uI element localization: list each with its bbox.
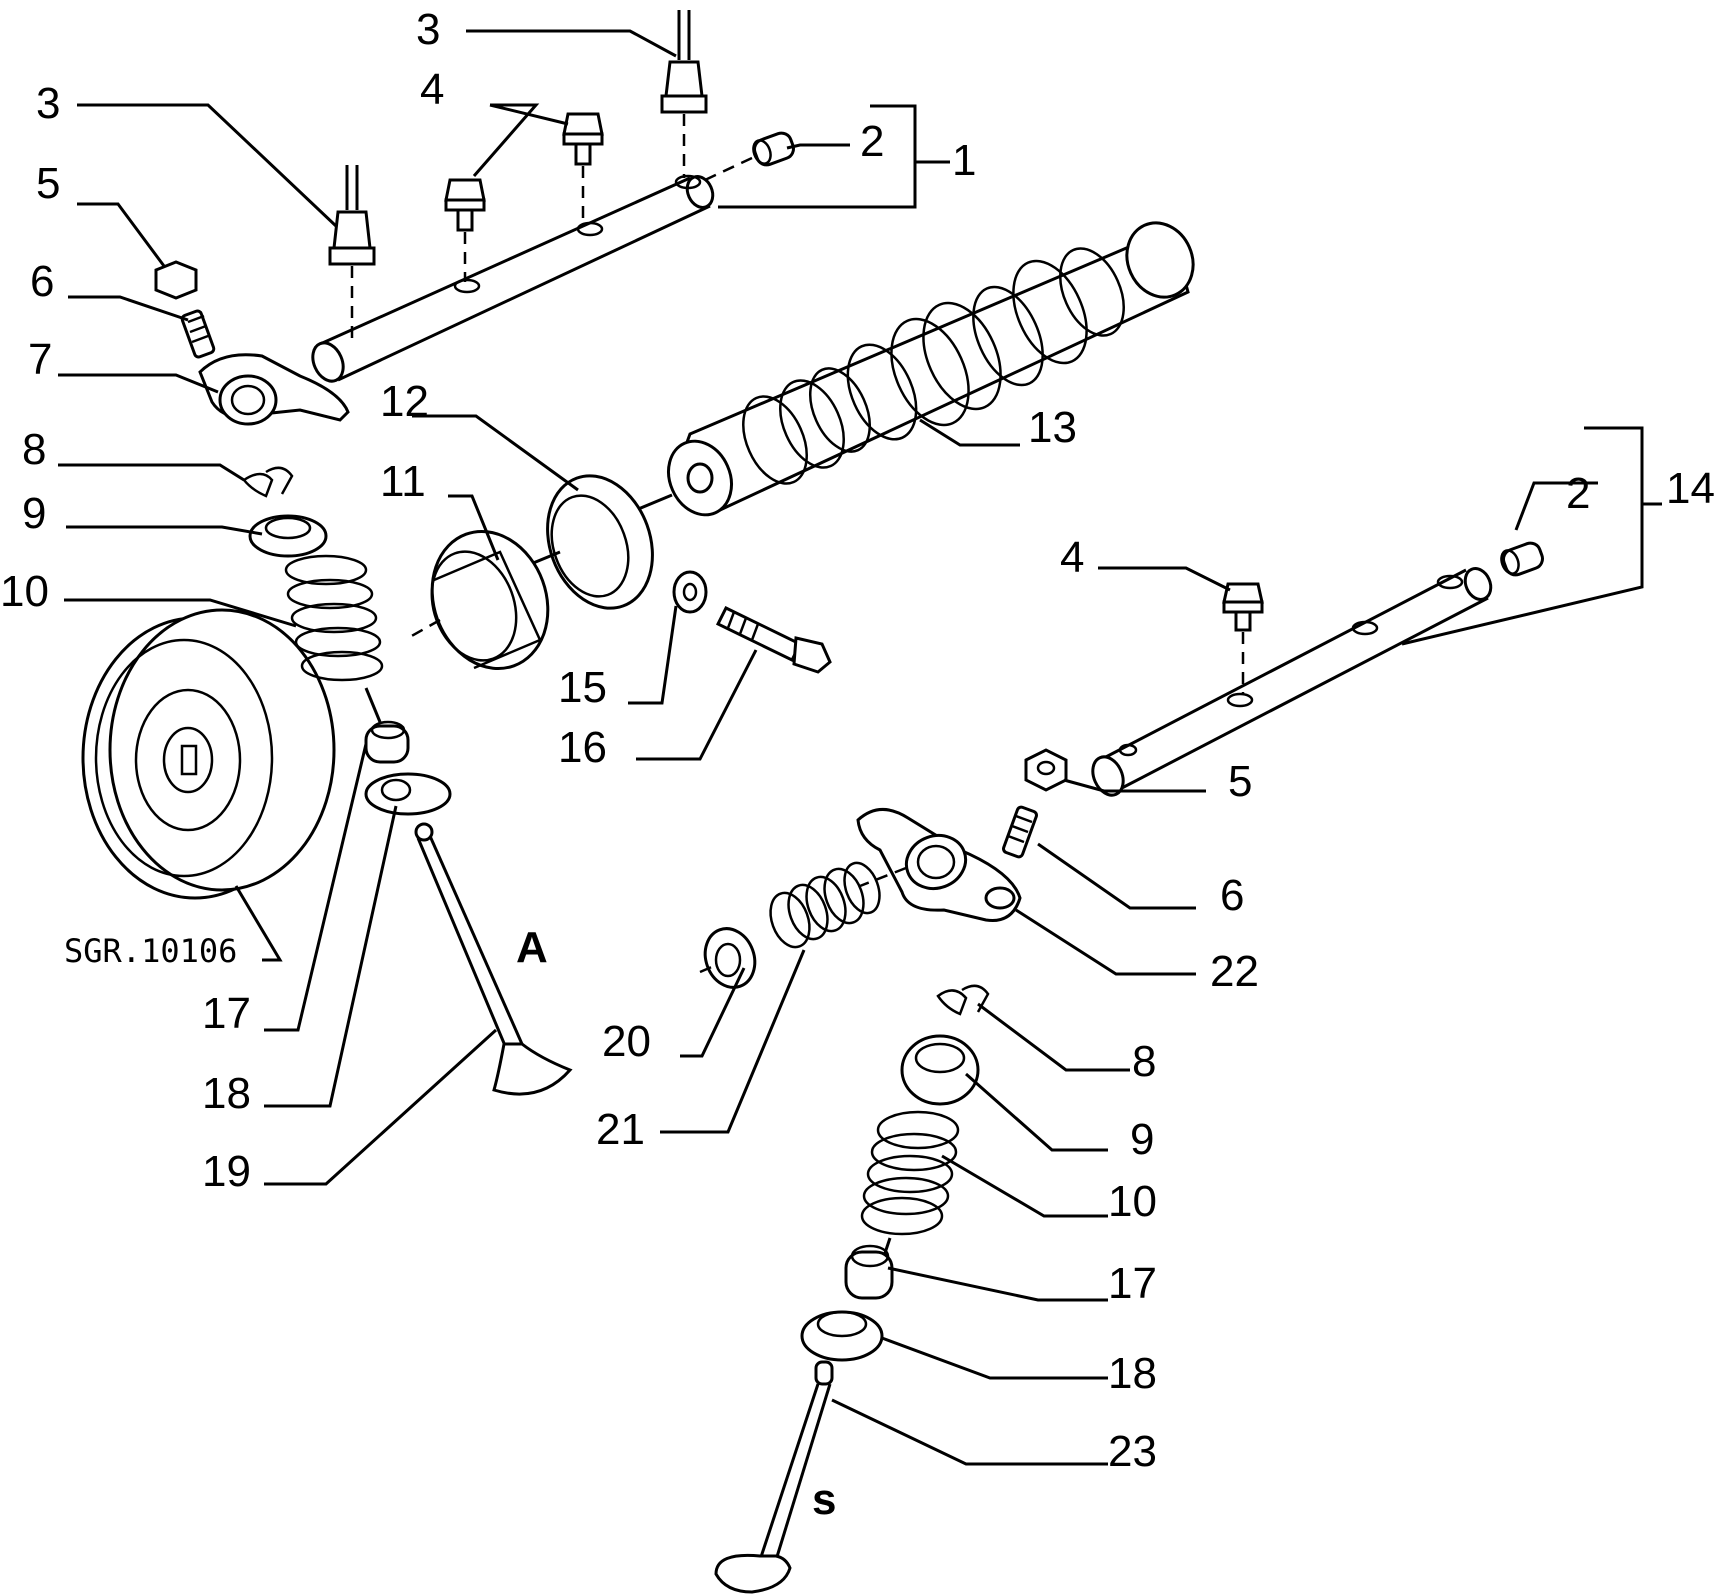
rocker-arm-upper: [198, 353, 350, 426]
adjusting-screw-left: [328, 165, 376, 344]
callout-11: 11: [380, 457, 426, 506]
callout-20: 20: [602, 1017, 651, 1066]
callout-8-left: 8: [22, 425, 46, 474]
callout-5-right: 5: [1228, 757, 1252, 806]
callout-17-left: 17: [202, 989, 251, 1038]
callout-18-left: 18: [202, 1069, 251, 1118]
callout-3-top-right: 3: [416, 5, 440, 54]
callout-13: 13: [1028, 403, 1077, 452]
spring-seat-right: [800, 1310, 884, 1362]
callout-21: 21: [596, 1105, 645, 1154]
spring-washer: [699, 927, 757, 989]
callout-8-right: 8: [1132, 1037, 1156, 1086]
rocker-shaft-upper: [311, 156, 753, 383]
callout-12: 12: [380, 377, 429, 426]
callout-9-right: 9: [1130, 1115, 1154, 1164]
callout-9-left: 9: [22, 489, 46, 538]
valve-collets-left: [242, 466, 294, 498]
callout-4-right: 4: [1060, 533, 1084, 582]
valve-spring-right: [860, 1110, 960, 1263]
callout-16: 16: [558, 723, 607, 772]
view-label-a: A: [516, 923, 548, 972]
bolt-lower: [1222, 582, 1264, 694]
valve-spring-left: [284, 554, 384, 723]
camshaft-bolt: [715, 606, 832, 674]
callout-10-right: 10: [1108, 1177, 1157, 1226]
washer: [672, 570, 708, 614]
adjusting-screw-right: [660, 10, 708, 178]
callout-14: 14: [1666, 464, 1715, 513]
callout-17-right: 17: [1108, 1259, 1157, 1308]
screw-lower: [1002, 805, 1038, 859]
camshaft: [599, 221, 1195, 527]
timing-gear: [81, 608, 336, 900]
valve-collets-right: [936, 984, 990, 1016]
valve-left: [414, 822, 573, 1096]
callout-3-top-left: 3: [36, 79, 60, 128]
callout-2-right: 2: [1566, 469, 1590, 518]
view-label-s: s: [812, 1475, 836, 1524]
rocker-spring: [769, 861, 881, 949]
callout-6-right: 6: [1220, 871, 1244, 920]
nut-lower: [1024, 748, 1068, 792]
parts-artwork: [81, 10, 1544, 1594]
bolt-upper-left: [444, 178, 486, 282]
callout-19: 19: [202, 1147, 251, 1196]
callout-5-left: 5: [36, 159, 60, 208]
screw-upper: [180, 309, 216, 359]
plug-lower: [1500, 541, 1544, 577]
bolt-upper-right: [562, 112, 604, 225]
valve-right: [714, 1360, 834, 1594]
callout-18-right: 18: [1108, 1349, 1157, 1398]
oil-seal: [407, 529, 550, 671]
valve-seal-left: [364, 720, 410, 764]
callout-1: 1: [952, 136, 976, 185]
callout-15: 15: [558, 663, 607, 712]
spring-cap-right: [900, 1034, 980, 1106]
leader-lines: [58, 29, 1662, 1466]
drawing-code: SGR.10106: [64, 932, 237, 970]
callout-22: 22: [1210, 947, 1259, 996]
nut-upper: [154, 260, 198, 300]
rocker-arm-lower: [856, 808, 1022, 923]
callout-23: 23: [1108, 1427, 1157, 1476]
callout-labels: 3 3 4 2 1 5 6 7 8 9 10 12 11 13 14 2 4 1…: [0, 5, 1715, 1524]
rocker-shaft-lower: [1091, 567, 1493, 797]
callout-6-left: 6: [30, 257, 54, 306]
callout-7: 7: [28, 335, 52, 384]
seal-ring: [491, 474, 654, 610]
callout-2-top: 2: [860, 117, 884, 166]
callout-4-top: 4: [420, 65, 444, 114]
spring-cap-left: [248, 514, 328, 558]
spring-seat-left: [364, 772, 452, 816]
callout-10-left: 10: [0, 567, 49, 616]
valve-seal-right: [844, 1244, 894, 1300]
plug-upper: [752, 131, 795, 167]
